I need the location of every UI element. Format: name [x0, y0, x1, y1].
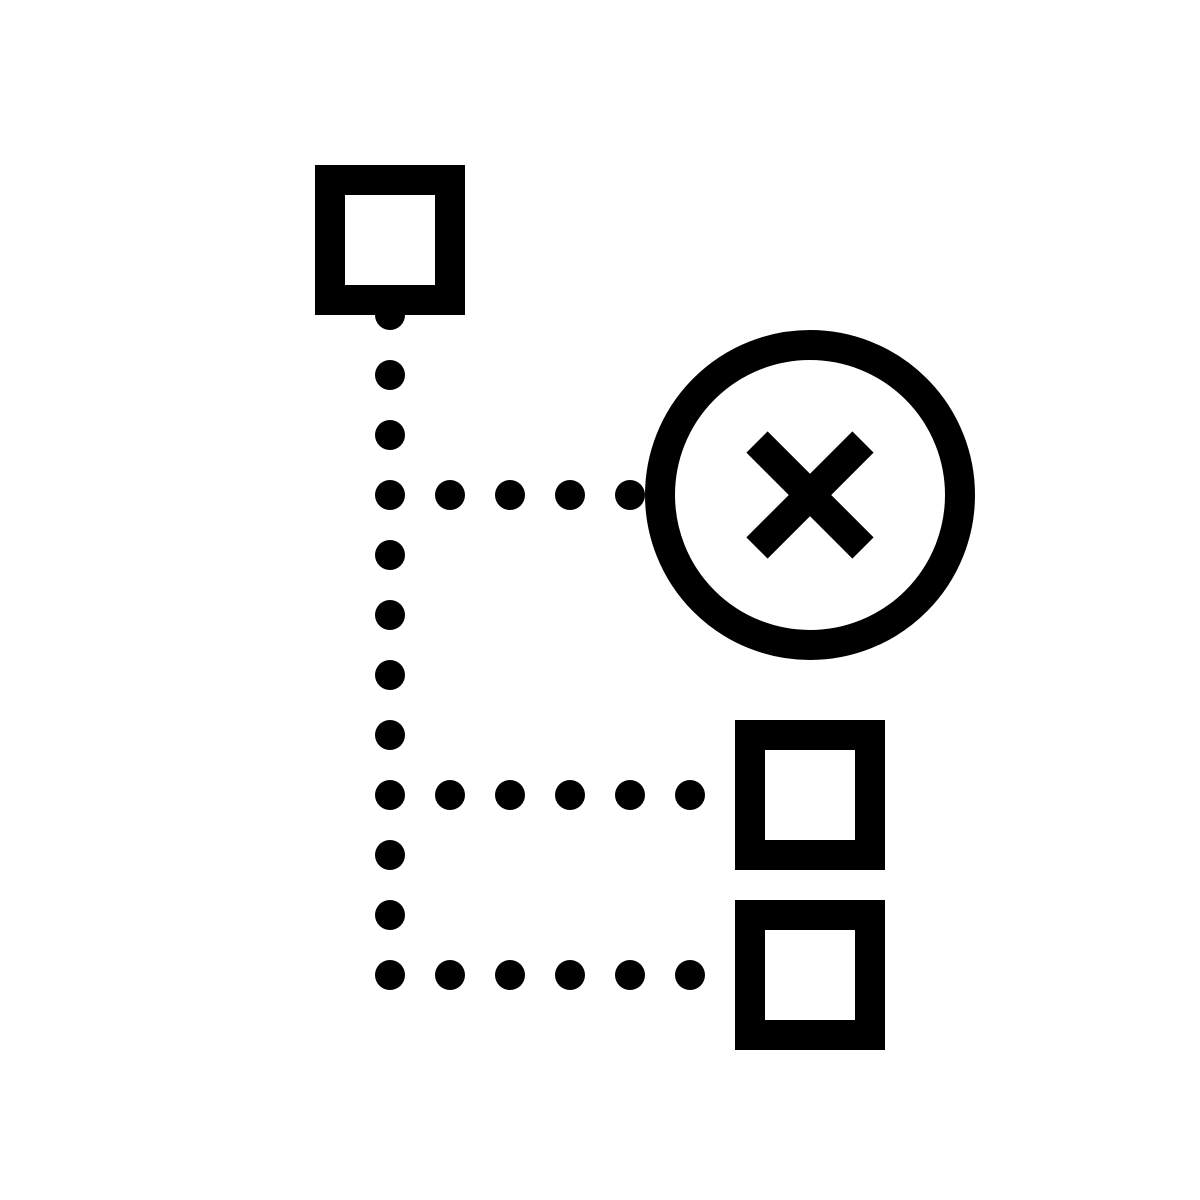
root-node-square [315, 165, 465, 315]
connector-dot [435, 480, 465, 510]
connector-dot [435, 960, 465, 990]
connector-dot [375, 660, 405, 690]
connector-dot [375, 480, 405, 510]
connector-dot [375, 780, 405, 810]
connector-dot [495, 960, 525, 990]
connector-dot [375, 900, 405, 930]
connector-dot [375, 600, 405, 630]
connector-dot [555, 480, 585, 510]
connector-dot [675, 780, 705, 810]
connector-dot [375, 960, 405, 990]
connector-dot [375, 840, 405, 870]
connector-dot [615, 960, 645, 990]
connector-dot [675, 960, 705, 990]
close-icon-stroke-2 [746, 431, 874, 559]
connector-dot [375, 420, 405, 450]
removed-node-circle [645, 330, 975, 660]
connector-dot [495, 480, 525, 510]
close-icon [746, 431, 874, 559]
connector-dot [435, 780, 465, 810]
child-node-1-square [735, 720, 885, 870]
connector-dot [615, 780, 645, 810]
connector-dot [375, 720, 405, 750]
connector-dot [615, 480, 645, 510]
connector-dot [555, 960, 585, 990]
dotted-connectors [375, 300, 705, 990]
connector-dot [495, 780, 525, 810]
connector-dot [375, 540, 405, 570]
child-node-2-square [735, 900, 885, 1050]
connector-dot [375, 360, 405, 390]
connector-dot [555, 780, 585, 810]
